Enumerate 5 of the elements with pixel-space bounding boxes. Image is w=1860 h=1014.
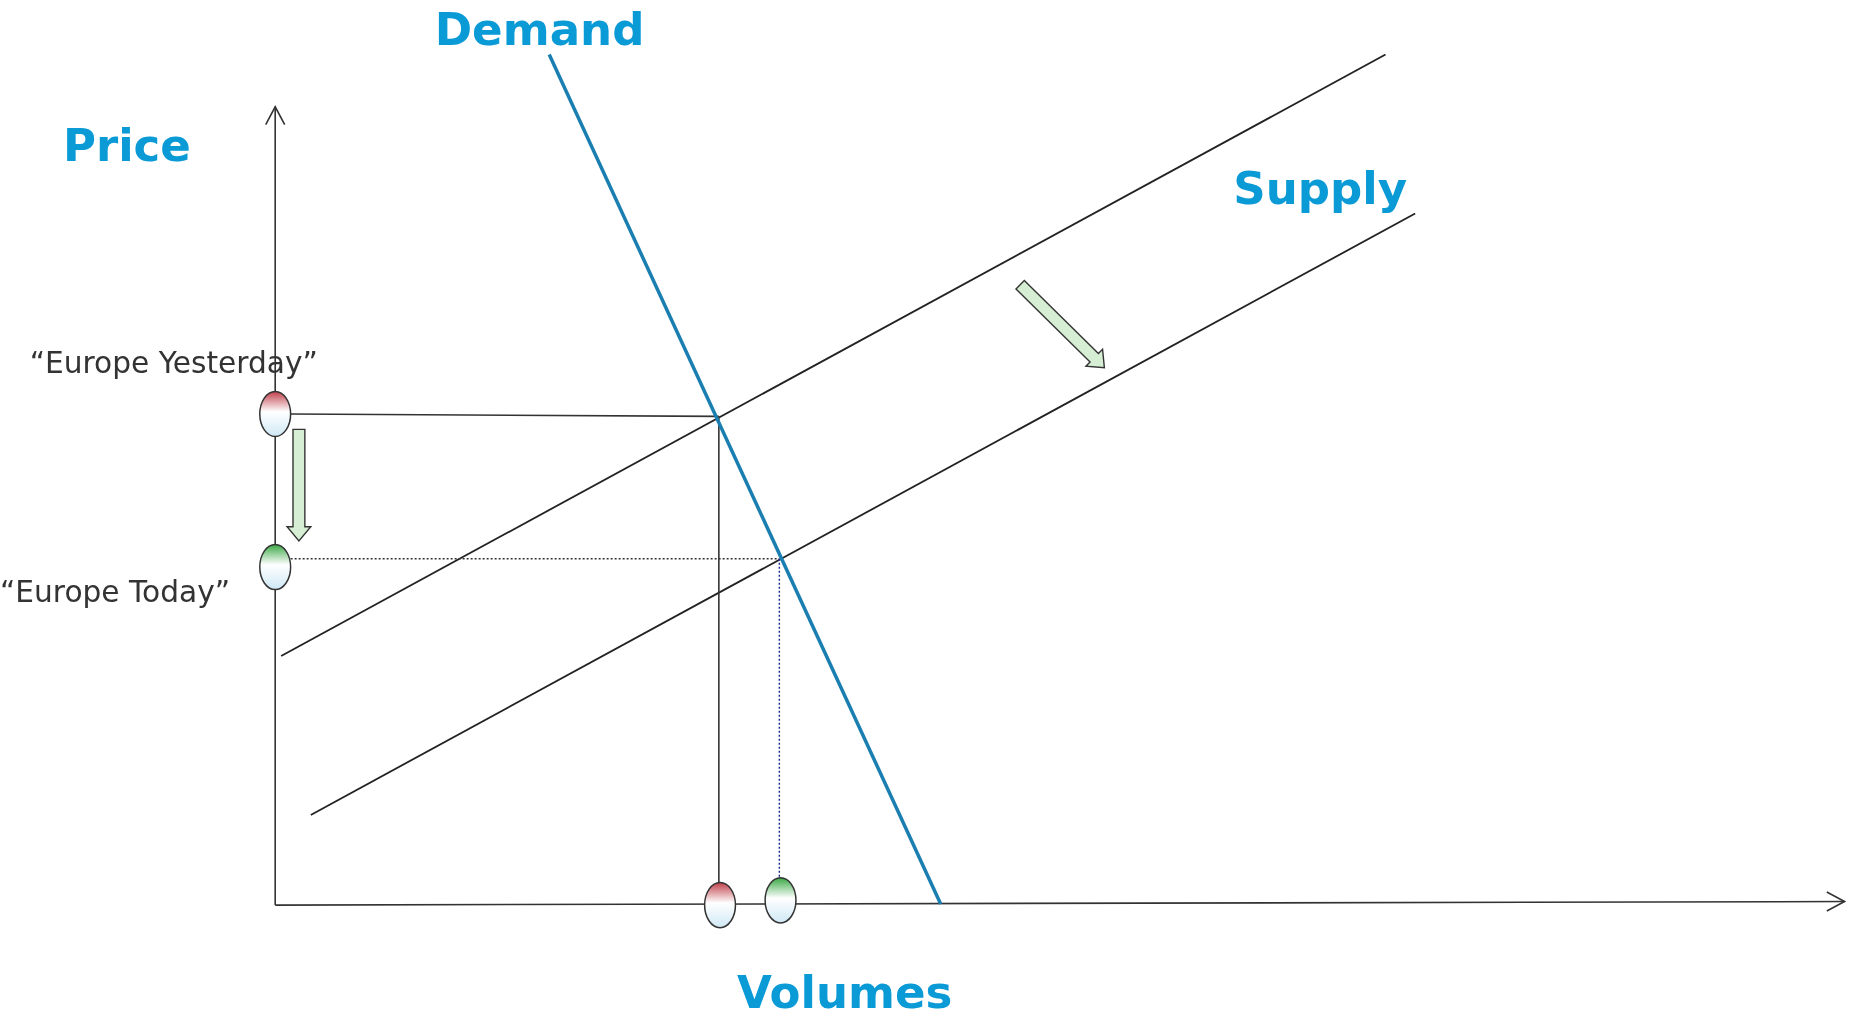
axis-title: Demand bbox=[434, 7, 645, 53]
axis-title: Price bbox=[62, 123, 191, 169]
point-label: “Europe Today” bbox=[0, 576, 231, 607]
curve-label: Supply bbox=[1233, 166, 1408, 212]
axis-title: Volumes bbox=[737, 970, 953, 1014]
